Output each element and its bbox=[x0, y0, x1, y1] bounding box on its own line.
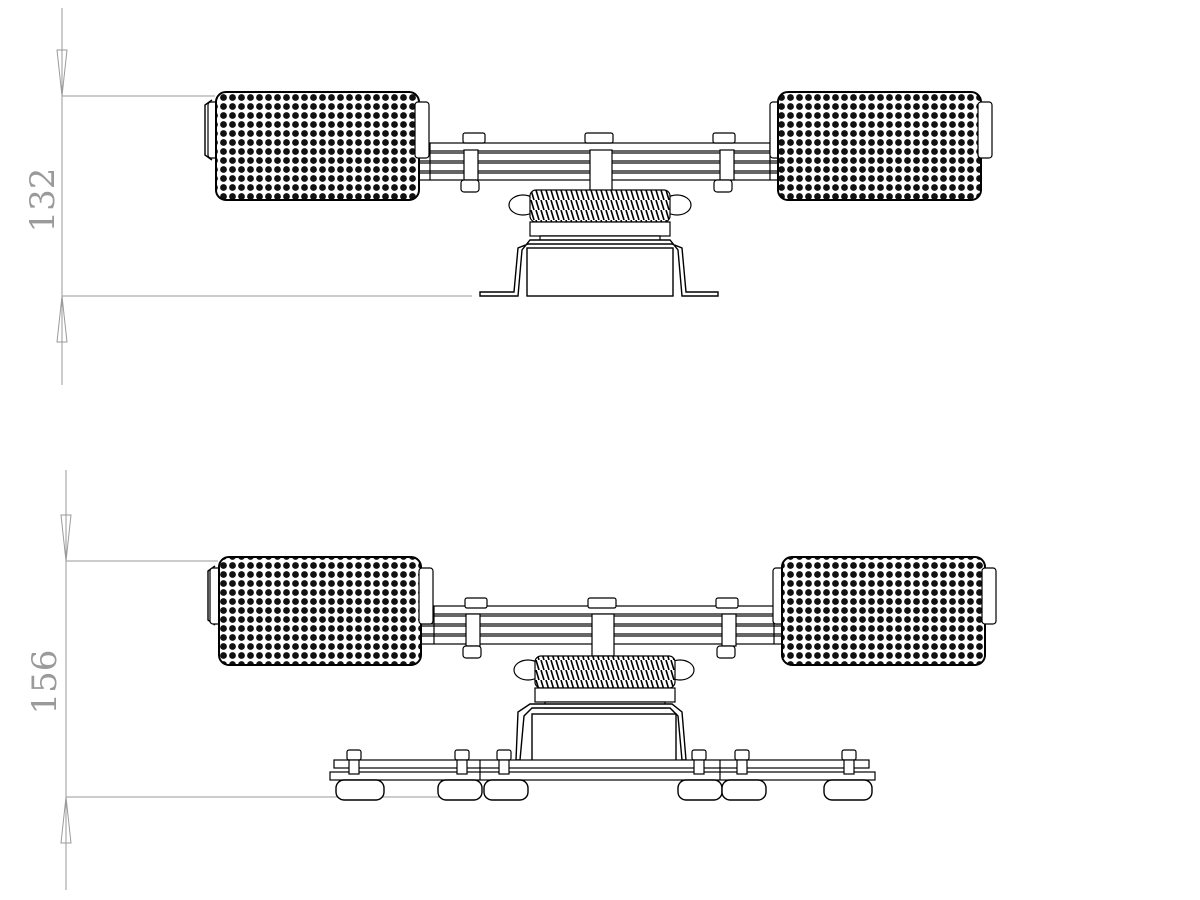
base-plate bbox=[329, 759, 876, 781]
return-spring bbox=[508, 189, 692, 243]
base-bolts bbox=[346, 749, 857, 775]
base-bracket bbox=[479, 239, 719, 297]
left-pedal bbox=[204, 91, 430, 201]
view-with-base-plate: 156 bbox=[25, 470, 997, 890]
rubber-feet bbox=[335, 779, 873, 801]
return-spring-2 bbox=[513, 655, 695, 709]
dimension-132 bbox=[56, 8, 472, 385]
dimension-156 bbox=[60, 470, 440, 890]
base-bracket-2 bbox=[515, 703, 687, 765]
right-pedal-2 bbox=[772, 556, 997, 666]
arm-bolts bbox=[460, 132, 736, 193]
view-without-base: 132 bbox=[23, 8, 993, 385]
dimension-label-132: 132 bbox=[23, 168, 63, 233]
dimension-label-156: 156 bbox=[25, 650, 65, 715]
left-pedal-2 bbox=[207, 556, 434, 666]
right-pedal bbox=[769, 91, 993, 201]
arm-bolts-2 bbox=[462, 597, 739, 659]
